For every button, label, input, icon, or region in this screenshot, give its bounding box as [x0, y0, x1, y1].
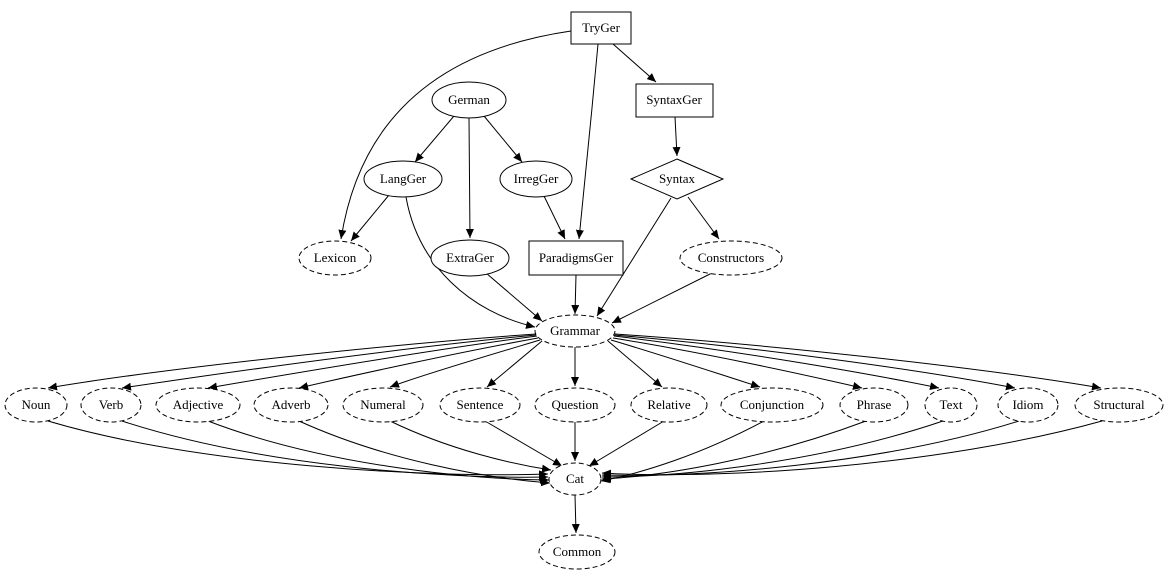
node-cat: Cat: [548, 462, 602, 496]
nodes: TryGer SyntaxGer German LangGer IrregGer…: [4, 11, 1164, 570]
edge-numeral-cat: [389, 420, 552, 473]
node-tryger: TryGer: [570, 11, 632, 45]
edge-grammar-adverb: [298, 337, 539, 390]
node-adverb: Adverb: [253, 387, 329, 423]
node-extrager-label: ExtraGer: [446, 250, 494, 265]
edge-idiom-cat: [601, 420, 1020, 480]
node-verb-label: Verb: [99, 397, 124, 412]
edge-syntax-constructors: [687, 196, 720, 240]
edge-grammar-idiom: [613, 334, 1016, 391]
edge-german-langger: [414, 115, 455, 163]
edge-langger-grammar: [405, 196, 536, 329]
node-cat-label: Cat: [566, 471, 584, 486]
node-irregger: IrregGer: [499, 160, 573, 198]
node-grammar: Grammar: [534, 314, 616, 348]
node-adjective-label: Adjective: [173, 397, 224, 412]
edge-grammar-text: [613, 335, 940, 391]
node-noun: Noun: [4, 387, 68, 423]
node-phrase-label: Phrase: [857, 397, 892, 412]
edge-constructors-grammar: [611, 271, 715, 324]
node-relative: Relative: [630, 387, 708, 423]
node-common: Common: [538, 534, 616, 570]
edge-extrager-grammar: [485, 272, 543, 322]
edge-grammar-verb: [121, 334, 537, 391]
node-adjective: Adjective: [155, 387, 241, 423]
edge-grammar-structural: [614, 333, 1102, 391]
node-structural-label: Structural: [1093, 397, 1145, 412]
node-extrager: ExtraGer: [430, 239, 510, 277]
node-langger: LangGer: [363, 160, 443, 198]
edge-conjunction-cat: [600, 420, 765, 484]
node-langger-label: LangGer: [380, 171, 427, 186]
edge-grammar-conjunction: [610, 339, 761, 389]
edge-grammar-adjective: [207, 335, 538, 391]
node-syntax: Syntax: [629, 158, 725, 200]
edge-cat-common: [571, 494, 580, 534]
edge-tryger-syntaxger: [612, 43, 657, 83]
edges: [47, 30, 1103, 534]
edge-syntax-grammar: [596, 197, 672, 317]
edge-tryger-paradigmsger: [575, 43, 599, 240]
node-german-label: German: [448, 92, 490, 107]
node-numeral: Numeral: [342, 387, 424, 423]
edge-langger-lexicon: [350, 194, 390, 242]
edge-structural-cat: [601, 420, 1103, 478]
edge-sentence-cat: [484, 420, 563, 467]
node-lexicon-label: Lexicon: [314, 250, 357, 265]
node-question-label: Question: [552, 397, 599, 412]
node-sentence: Sentence: [439, 387, 521, 423]
node-grammar-label: Grammar: [550, 323, 600, 338]
edge-grammar-noun: [47, 333, 537, 391]
node-syntaxger: SyntaxGer: [635, 83, 714, 118]
edge-phrase-cat: [601, 420, 867, 483]
edge-grammar-relative: [607, 340, 663, 388]
edge-grammar-numeral: [389, 339, 541, 388]
node-idiom-label: Idiom: [1012, 397, 1043, 412]
node-verb: Verb: [80, 387, 142, 423]
edge-relative-cat: [588, 420, 665, 467]
edge-verb-cat: [121, 420, 549, 482]
node-structural: Structural: [1074, 387, 1164, 423]
node-lexicon: Lexicon: [298, 240, 372, 276]
node-german: German: [431, 81, 507, 119]
node-paradigmsger: ParadigmsGer: [528, 240, 624, 276]
edge-text-cat: [601, 420, 944, 481]
node-phrase: Phrase: [839, 387, 909, 423]
node-noun-label: Noun: [22, 397, 51, 412]
node-sentence-label: Sentence: [457, 397, 504, 412]
node-conjunction: Conjunction: [720, 387, 824, 423]
node-irregger-label: IrregGer: [514, 171, 559, 186]
edge-syntaxger-syntax: [672, 116, 681, 157]
edge-tryger-lexicon: [338, 30, 572, 240]
edge-grammar-sentence: [486, 340, 543, 388]
edge-paradigmsger-grammar: [571, 274, 580, 315]
node-syntaxger-label: SyntaxGer: [646, 92, 702, 107]
node-question: Question: [534, 387, 616, 423]
edge-german-extrager: [465, 117, 474, 239]
node-numeral-label: Numeral: [360, 397, 406, 412]
edge-adverb-cat: [298, 420, 551, 487]
edge-noun-cat: [47, 420, 549, 479]
node-text-label: Text: [940, 397, 963, 412]
node-constructors: Constructors: [679, 240, 783, 276]
node-text: Text: [924, 387, 978, 423]
node-relative-label: Relative: [647, 397, 691, 412]
edge-grammar-phrase: [612, 337, 863, 390]
edge-irregger-paradigmsger: [543, 195, 566, 240]
node-common-label: Common: [553, 544, 602, 559]
edge-german-irregger: [483, 115, 523, 163]
node-paradigmsger-label: ParadigmsGer: [539, 250, 614, 265]
node-adverb-label: Adverb: [272, 397, 311, 412]
node-constructors-label: Constructors: [698, 250, 764, 265]
node-conjunction-label: Conjunction: [740, 397, 805, 412]
node-tryger-label: TryGer: [582, 20, 620, 35]
node-syntax-label: Syntax: [659, 171, 696, 186]
node-idiom: Idiom: [997, 387, 1059, 423]
